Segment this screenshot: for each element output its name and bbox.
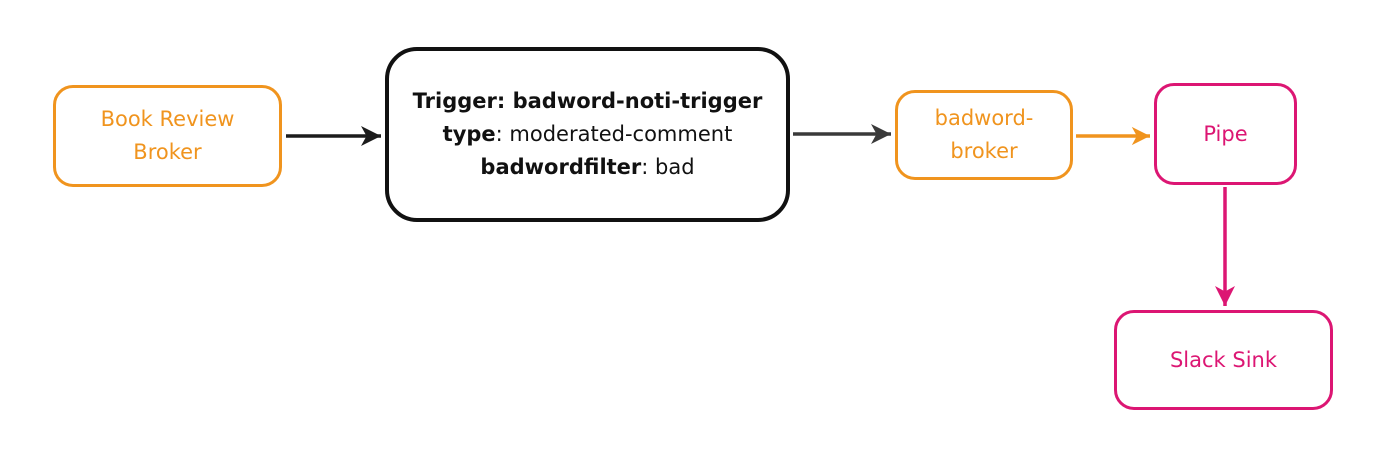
trigger-name-line: Trigger: badword-noti-trigger (412, 89, 763, 113)
node-label: Book Review Broker (100, 107, 235, 164)
node-pipe: Pipe (1154, 83, 1297, 185)
trigger-type-line: type: moderated-comment (442, 122, 733, 146)
node-label: Pipe (1203, 121, 1248, 146)
trigger-filter-line: badwordfilter: bad (480, 155, 695, 179)
node-book-review-broker: Book Review Broker (53, 85, 282, 187)
node-badword-broker: badword- broker (895, 90, 1073, 180)
trigger-label: Trigger: badword-noti-trigger type: mode… (413, 85, 763, 184)
node-slack-sink: Slack Sink (1114, 310, 1333, 410)
node-label: badword- broker (934, 106, 1034, 163)
node-label: Slack Sink (1169, 347, 1278, 372)
node-trigger: Trigger: badword-noti-trigger type: mode… (385, 47, 790, 222)
